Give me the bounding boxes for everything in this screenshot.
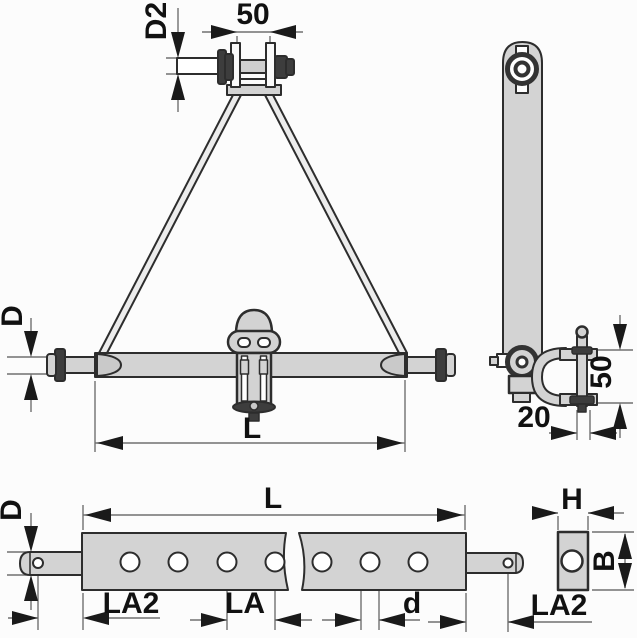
frame-left-leg [98,94,242,354]
clamp-stripe-right [259,355,268,402]
top-pin-middle [239,59,267,74]
drawbar-hole [264,551,286,573]
cross-bar-right-cone [380,353,406,377]
left-link-pin-cap [46,353,57,377]
shackle-pin-tip [577,403,587,413]
drawbar-right-segment [298,532,467,591]
drawbar-hole [407,551,429,573]
shackle-pin-knob [575,325,589,339]
drawbar-right-pin [465,552,524,574]
side-view [489,41,598,413]
drawbar-hole [359,551,381,573]
clevis-bottom-plate [226,84,282,96]
clamp-linch-pin-stem [248,412,260,422]
left-link-pin-shaft [61,356,96,374]
clamp-eye-slot-left [237,337,251,348]
side-bar [502,41,543,358]
drawbar-left-pin-hole [32,557,44,569]
clamp-stripe-cover-left [239,359,250,375]
front-view [46,42,456,422]
drawbar-hole [311,551,333,573]
side-clamp-foot [512,392,531,403]
drawbar-right-pin-hole [502,557,514,569]
frame-right-leg [264,94,408,354]
drawbar-hole [216,551,238,573]
dimension-lines [7,8,634,632]
right-link-pin-cap [445,353,456,377]
top-pin-end-view-center [513,60,531,78]
drawbar-hole [167,551,189,573]
top-pin-collar [224,53,234,81]
lower-pin-clip-tab [489,356,499,366]
shackle-pin-flange [569,395,595,405]
clevis-right-plate [265,42,276,88]
clamp-dome [234,308,274,336]
clamp-eye [226,329,282,355]
drawbar-view [19,530,590,592]
clamp-linch-pin-head [249,401,259,411]
top-pin-shaft [176,57,224,75]
clamp-stripe-left [240,355,249,402]
drawbar-hole [119,551,141,573]
lower-pin-end-view-center [515,355,529,369]
shackle-pin-collar [571,346,593,355]
cross-section-hole [560,549,584,573]
dimension-arrowheads [12,25,632,629]
cross-bar-left-cone [96,353,122,377]
clamp-eye-slot-right [257,337,271,348]
clamp-stripe-cover-right [258,359,269,375]
right-link-pin-ring [435,348,447,382]
top-pin-cap [285,58,295,76]
